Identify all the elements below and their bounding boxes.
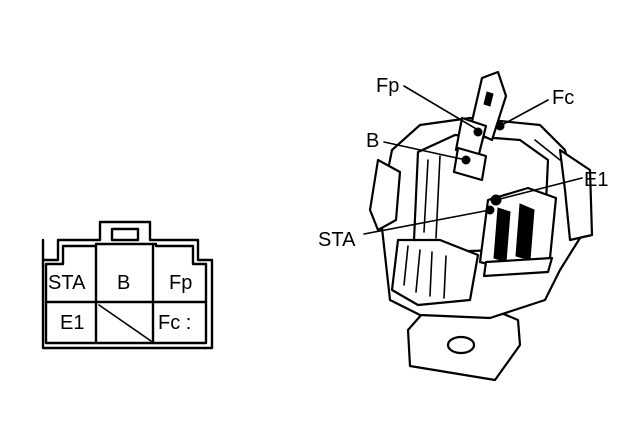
callout-label-e1: E1 — [584, 169, 608, 191]
leader-e1 — [495, 177, 583, 201]
lower-socket — [390, 238, 480, 307]
side-rails — [423, 155, 441, 239]
latch-slot — [110, 227, 140, 242]
left-ear — [368, 158, 402, 232]
connector-face-view: STA B Fp E1 Fc : — [41, 220, 214, 350]
callout-label-sta: STA — [318, 229, 356, 251]
top-edge — [534, 139, 561, 161]
empty-cavity-mark — [98, 304, 152, 342]
leader-fp — [403, 85, 479, 131]
callout-label-b: B — [366, 130, 379, 152]
bracket-hole — [446, 335, 476, 355]
callout-label-fp: Fp — [376, 75, 399, 97]
relay-illustration — [368, 70, 594, 382]
cell-label-fp: Fp — [169, 272, 192, 294]
clip-tab — [482, 256, 554, 278]
cell-label-b: B — [117, 272, 130, 294]
cell-label-sta: STA — [48, 272, 86, 294]
cell-label-e1: E1 — [60, 312, 84, 334]
callout-label-fc: Fc — [552, 87, 574, 109]
socket-ribs — [403, 245, 447, 299]
cell-label-fc: Fc : — [158, 312, 191, 334]
terminal-blade-b — [452, 146, 488, 182]
connector-housing-outline — [41, 220, 214, 350]
leader-b — [383, 141, 467, 161]
terminal-fp-pin — [473, 127, 483, 137]
blade-slot-fc — [483, 91, 494, 107]
cavity-grid — [44, 242, 208, 345]
leader-sta — [363, 209, 491, 235]
callout-leaders — [363, 85, 583, 235]
leader-fc — [499, 99, 549, 127]
